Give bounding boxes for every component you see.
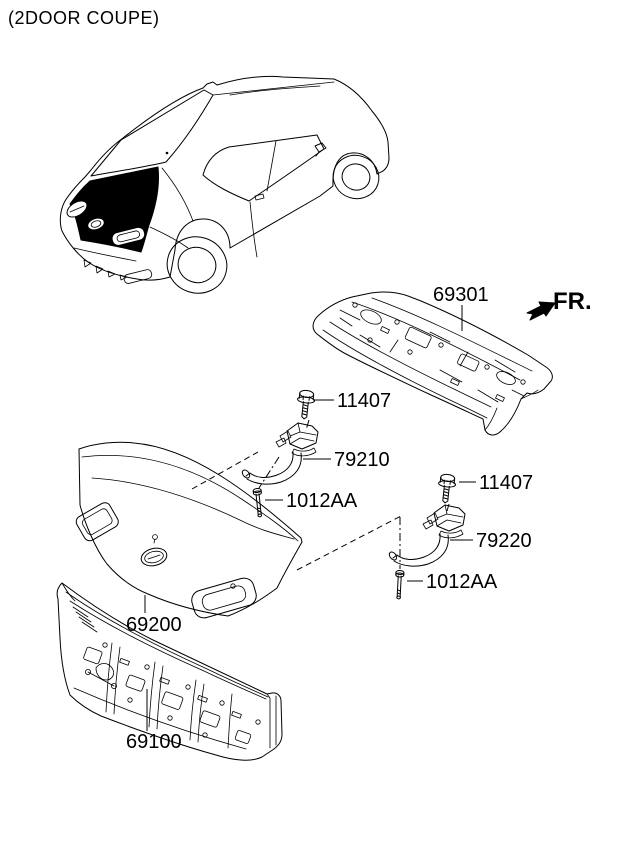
lid-emblem xyxy=(140,547,168,567)
side-mirror xyxy=(314,142,327,157)
vehicle-illustration xyxy=(59,75,390,294)
brand-emblem xyxy=(87,217,105,231)
quarter-panel-crease xyxy=(149,167,194,249)
part-label-lid-bolt-left[interactable]: 1012AA xyxy=(286,490,358,512)
package-tray-panel-drawing[interactable] xyxy=(312,291,553,436)
side-window xyxy=(202,134,325,202)
rear-window xyxy=(90,89,214,177)
page-title: (2DOOR COUPE) xyxy=(8,8,160,28)
part-label-trunk-lid[interactable]: 69200 xyxy=(126,614,182,636)
fr-label: FR. xyxy=(553,288,592,315)
hinge-right-drawing[interactable] xyxy=(388,504,466,567)
door-edge xyxy=(249,201,258,258)
window-divider xyxy=(266,140,277,192)
part-label-package-tray[interactable]: 69301 xyxy=(433,284,489,306)
fr-direction-indicator: FR. xyxy=(526,288,592,321)
bolt-axis-line xyxy=(446,503,450,512)
bolt-axis-line xyxy=(258,456,280,489)
hinge-left-assembly xyxy=(191,389,319,518)
roof-drip-rail xyxy=(212,81,335,96)
roof-antenna-dot xyxy=(165,151,169,155)
part-label-lid-bolt-right[interactable]: 1012AA xyxy=(426,571,498,593)
car-body-outline xyxy=(59,75,390,281)
lid-to-hinge-left-reference-line xyxy=(191,451,259,490)
hinge-right-assembly xyxy=(296,473,466,600)
part-labels: 69301 11407 79210 1012AA 11407 79220 101… xyxy=(126,284,533,753)
jack-bracket-detail xyxy=(85,663,118,690)
lid-to-hinge-right-reference-line xyxy=(296,515,402,571)
part-label-back-panel[interactable]: 69100 xyxy=(126,731,182,753)
part-label-hinge-bolt-left[interactable]: 11407 xyxy=(337,390,391,412)
front-wheel xyxy=(332,154,380,200)
lid-keyhole xyxy=(152,534,158,544)
hinge-left-drawing[interactable] xyxy=(241,422,319,485)
part-label-hinge-bolt-right[interactable]: 11407 xyxy=(479,472,533,494)
lid-tail-light-pocket-right xyxy=(191,577,257,619)
tail-light-left xyxy=(66,200,88,218)
lid-tail-light-pocket-left xyxy=(75,502,119,542)
tail-light-right xyxy=(111,226,146,246)
rear-bumper-details xyxy=(73,247,153,284)
fr-arrow-icon xyxy=(526,301,556,321)
hinge-bolt-right-drawing[interactable] xyxy=(436,473,458,505)
lid-bolt-right-drawing[interactable] xyxy=(394,569,405,600)
door-handle xyxy=(254,193,265,201)
part-label-hinge-left[interactable]: 79210 xyxy=(334,449,390,471)
hinge-bolt-left-drawing[interactable] xyxy=(295,389,317,421)
back-panel-drawing[interactable] xyxy=(56,582,283,761)
part-label-hinge-right[interactable]: 79220 xyxy=(476,530,532,552)
rear-wheel xyxy=(166,236,228,294)
trunk-lid-drawing[interactable] xyxy=(74,441,303,620)
